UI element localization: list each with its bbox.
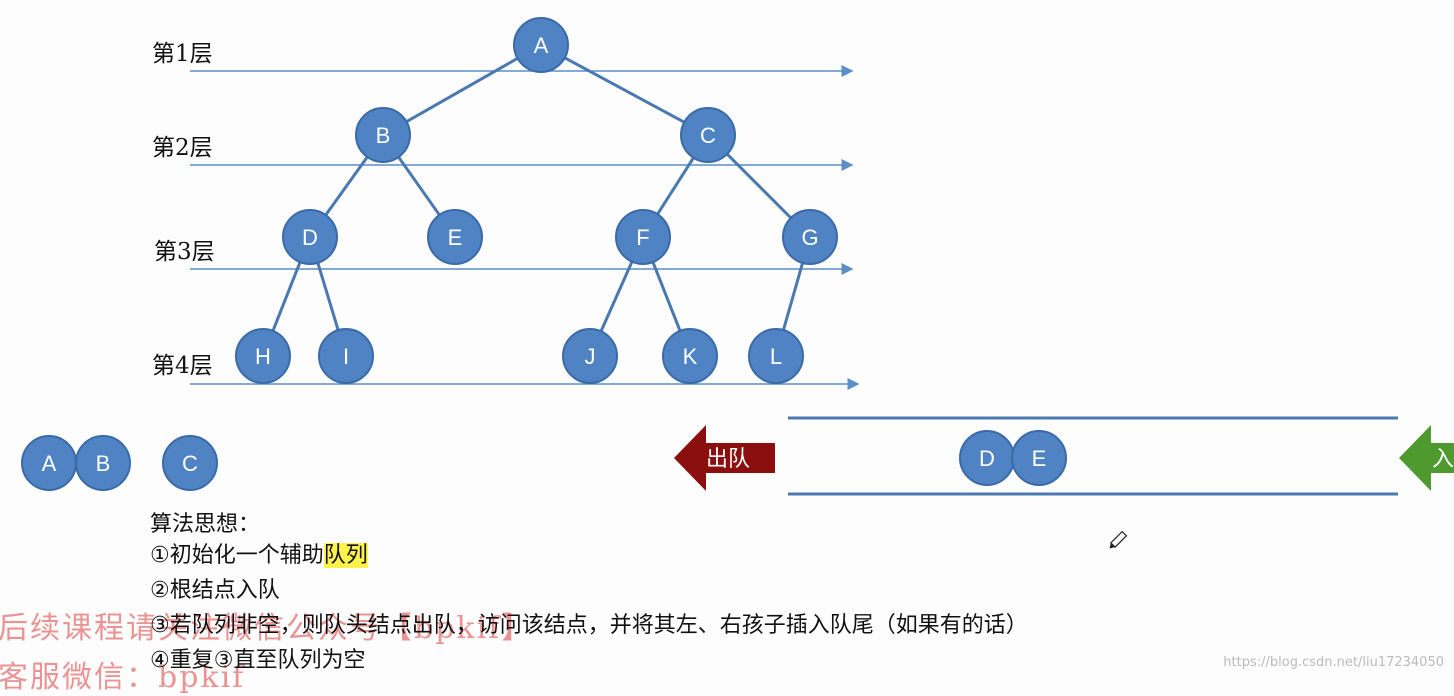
enqueue-arrow: 入: [1399, 425, 1454, 491]
tree-node-d: D: [282, 209, 338, 265]
tree-node-f: F: [615, 209, 671, 265]
tree-node-g-circle: [782, 209, 838, 265]
tree-node-f-label: F: [636, 225, 649, 250]
tree-node-e: E: [427, 209, 483, 265]
tree-node-h: H: [235, 328, 291, 384]
algorithm-step-1-highlight: 队列: [323, 543, 368, 568]
edge-c-g: [726, 153, 792, 219]
tree-node-h-circle: [235, 328, 291, 384]
tree-nodes: A B C D E F G H I J K L: [235, 17, 838, 384]
queue-node-d: D: [959, 430, 1015, 486]
visited-nodes: A B C: [21, 435, 218, 491]
watermark-url: https://blog.csdn.net/liu17234050: [1223, 655, 1444, 670]
visited-node-b-circle: [75, 435, 131, 491]
tree-node-e-circle: [427, 209, 483, 265]
visited-node-c-label: C: [182, 451, 198, 476]
algorithm-step-1: ①初始化一个辅助队列: [150, 541, 368, 571]
tree-node-b: B: [355, 107, 411, 163]
edge-f-k: [651, 261, 682, 332]
edge-a-b: [405, 57, 519, 123]
tree-node-g-label: G: [801, 225, 818, 250]
visited-node-b-label: B: [96, 451, 111, 476]
layer-label-3: 第3层: [154, 239, 215, 265]
dequeue-arrow: 出队: [674, 425, 775, 491]
tree-node-c: C: [680, 107, 736, 163]
tree-node-i-circle: [318, 328, 374, 384]
edge-d-h: [271, 261, 302, 332]
queue-node-e-label: E: [1032, 446, 1047, 471]
tree-node-j-label: J: [585, 344, 596, 369]
watermark-line-1: 后续课程请关注微信公众号【bpkif】: [0, 611, 534, 646]
tree-node-i-label: I: [343, 344, 349, 369]
algorithm-step-3: ③若队列非空，则队头结点出队，访问该结点，并将其左、右孩子插入队尾（如果有的话）: [150, 613, 1028, 638]
visited-node-c: C: [162, 435, 218, 491]
tree-node-a-circle: [513, 17, 569, 73]
tree-node-j: J: [562, 328, 618, 384]
tree-node-k-label: K: [683, 344, 698, 369]
tree-node-e-label: E: [448, 225, 463, 250]
tree-node-b-label: B: [376, 123, 391, 148]
tree-node-a: A: [513, 17, 569, 73]
tree-node-l-circle: [748, 328, 804, 384]
edge-b-e: [397, 156, 441, 216]
algorithm-title: 算法思想：: [150, 512, 261, 537]
algorithm-step-4: ④重复③直至队列为空: [150, 648, 366, 673]
edge-a-c: [564, 56, 685, 124]
visited-node-c-circle: [162, 435, 218, 491]
visited-node-a: A: [21, 435, 77, 491]
dequeue-label: 出队: [706, 447, 750, 472]
tree-node-h-label: H: [255, 344, 271, 369]
tree-node-f-circle: [615, 209, 671, 265]
tree-node-j-circle: [562, 328, 618, 384]
layer-label-4: 第4层: [152, 353, 213, 379]
tree-node-c-label: C: [700, 123, 716, 148]
tree-node-l: L: [748, 328, 804, 384]
tree-node-c-circle: [680, 107, 736, 163]
tree-node-l-label: L: [770, 344, 782, 369]
edge-f-j: [599, 261, 634, 332]
edge-c-f: [656, 156, 695, 216]
pen-cursor-icon: [1109, 530, 1128, 549]
queue-node-d-label: D: [979, 446, 995, 471]
queue-node-e: E: [1011, 430, 1067, 486]
tree-node-g: G: [782, 209, 838, 265]
algorithm-step-2: ②根结点入队: [150, 578, 280, 603]
tree-edges: [271, 56, 805, 332]
queue-node-e-circle: [1011, 430, 1067, 486]
visited-node-b: B: [75, 435, 131, 491]
tree-node-b-circle: [355, 107, 411, 163]
layer-label-2: 第2层: [152, 135, 213, 161]
tree-node-a-label: A: [534, 33, 549, 58]
tree-node-i: I: [318, 328, 374, 384]
edge-b-d: [324, 156, 369, 216]
algorithm-step-1-text: ①初始化一个辅助: [150, 543, 324, 568]
enqueue-label: 入: [1432, 447, 1454, 472]
tree-node-k-circle: [662, 328, 718, 384]
tree-node-d-circle: [282, 209, 338, 265]
edge-g-l: [781, 262, 805, 331]
tree-node-k: K: [662, 328, 718, 384]
visited-node-a-label: A: [42, 451, 57, 476]
layer-label-1: 第1层: [152, 41, 213, 67]
edge-d-i: [316, 262, 340, 331]
layer-lines: [190, 65, 860, 390]
tree-node-d-label: D: [302, 225, 318, 250]
